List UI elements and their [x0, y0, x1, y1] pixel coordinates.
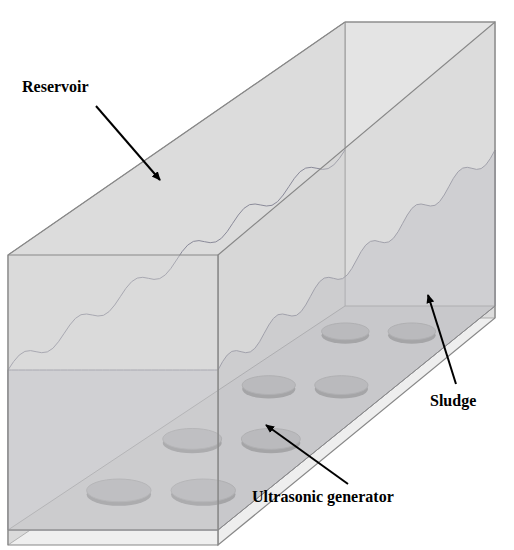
leader-arrow: [96, 106, 160, 180]
part-label: Sludge: [430, 392, 476, 410]
part-label: Reservoir: [22, 78, 89, 96]
box-edge: [8, 22, 345, 255]
part-label: Ultrasonic generator: [252, 488, 394, 506]
box-edge: [345, 21, 495, 22]
base-edge: [8, 530, 218, 531]
right-wall: [218, 22, 495, 545]
leader-arrow: [428, 295, 456, 384]
leader-arrow: [266, 425, 348, 484]
base-edge: [218, 306, 495, 530]
front-wall: [8, 255, 218, 545]
